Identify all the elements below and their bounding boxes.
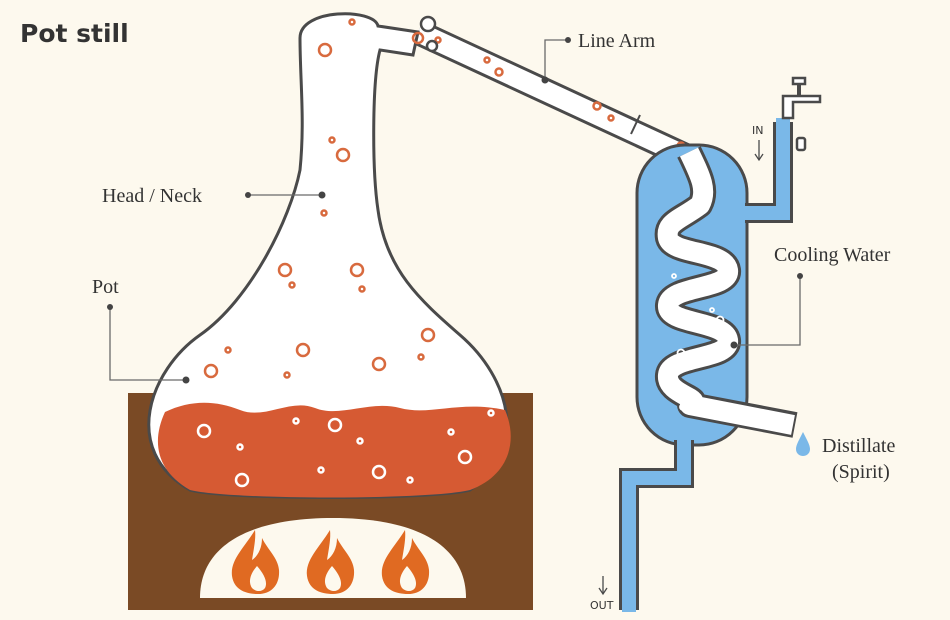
water-outlet-pipe [619, 440, 694, 610]
vapor-bubbles [203, 18, 718, 379]
line-arm-label-group: Line Arm [541, 30, 656, 84]
head-neck-label: Head / Neck [102, 185, 202, 207]
pot-label: Pot [92, 276, 119, 298]
head-neck-label-group: Head / Neck [102, 185, 326, 207]
water-in-label: IN [752, 124, 763, 137]
cooling-water-label-group: Cooling Water [730, 244, 891, 349]
condenser-coil [654, 146, 798, 438]
line-arm-label: Line Arm [578, 30, 656, 52]
droplet-icon [796, 432, 810, 456]
helmet-knob [419, 15, 437, 33]
flame-icon [231, 530, 280, 594]
water-bubbles [671, 249, 743, 420]
distillate-sublabel: (Spirit) [832, 461, 890, 483]
pot-vessel [147, 12, 509, 499]
flame-icon [381, 530, 430, 594]
wash-liquid [157, 402, 511, 498]
wash-bubbles [196, 409, 495, 488]
helmet-knob [425, 39, 439, 53]
distillate-label-group: Distillate (Spirit) [822, 435, 895, 483]
flame-icon [306, 530, 355, 594]
pot-label-group: Pot [92, 276, 190, 384]
arrow-down-icon [598, 576, 608, 596]
faucet-icon [781, 76, 822, 152]
cooling-water-label: Cooling Water [774, 244, 891, 266]
water-out-label: OUT [590, 599, 614, 612]
distillate-label: Distillate [822, 435, 895, 457]
arrow-down-icon [754, 140, 764, 162]
page-title: Pot still [20, 19, 129, 48]
line-arm-pipe [412, 20, 696, 170]
